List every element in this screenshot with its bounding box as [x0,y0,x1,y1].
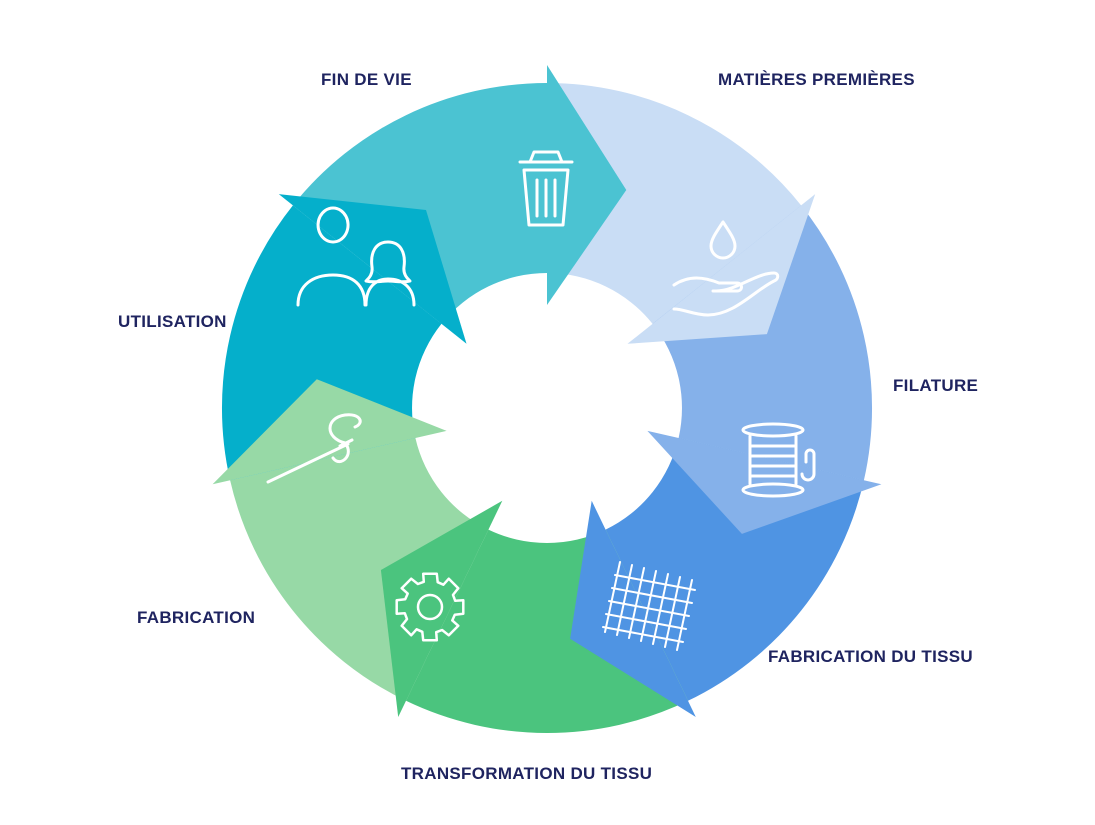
segment-arrowhead [647,430,882,534]
label-fabrication: FABRICATION [137,608,256,627]
trash-can-icon [518,150,574,227]
needle-thread-icon [266,413,362,484]
thread-spool-icon [741,422,816,498]
label-fin-de-vie: FIN DE VIE [321,70,412,89]
segment-arrowhead [627,194,816,344]
people-icon [296,206,416,307]
hand-water-drop-icon [672,220,780,317]
segment-arrowhead [570,500,696,717]
gear-icon [395,572,465,642]
label-transformation-du-tissu: TRANSFORMATION DU TISSU [401,764,653,783]
label-matieres-premieres: MATIÈRES PREMIÈRES [718,70,915,89]
segment-arrowhead [278,194,467,344]
label-fabrication-du-tissu: FABRICATION DU TISSU [768,647,973,666]
segment-arrowhead [547,65,627,305]
segment-body [652,205,873,481]
segment-body [547,83,802,324]
fabric-weave-icon [602,561,696,651]
label-utilisation: UTILISATION [118,312,227,331]
label-filature: FILATURE [893,376,979,395]
segment-body [292,83,547,324]
